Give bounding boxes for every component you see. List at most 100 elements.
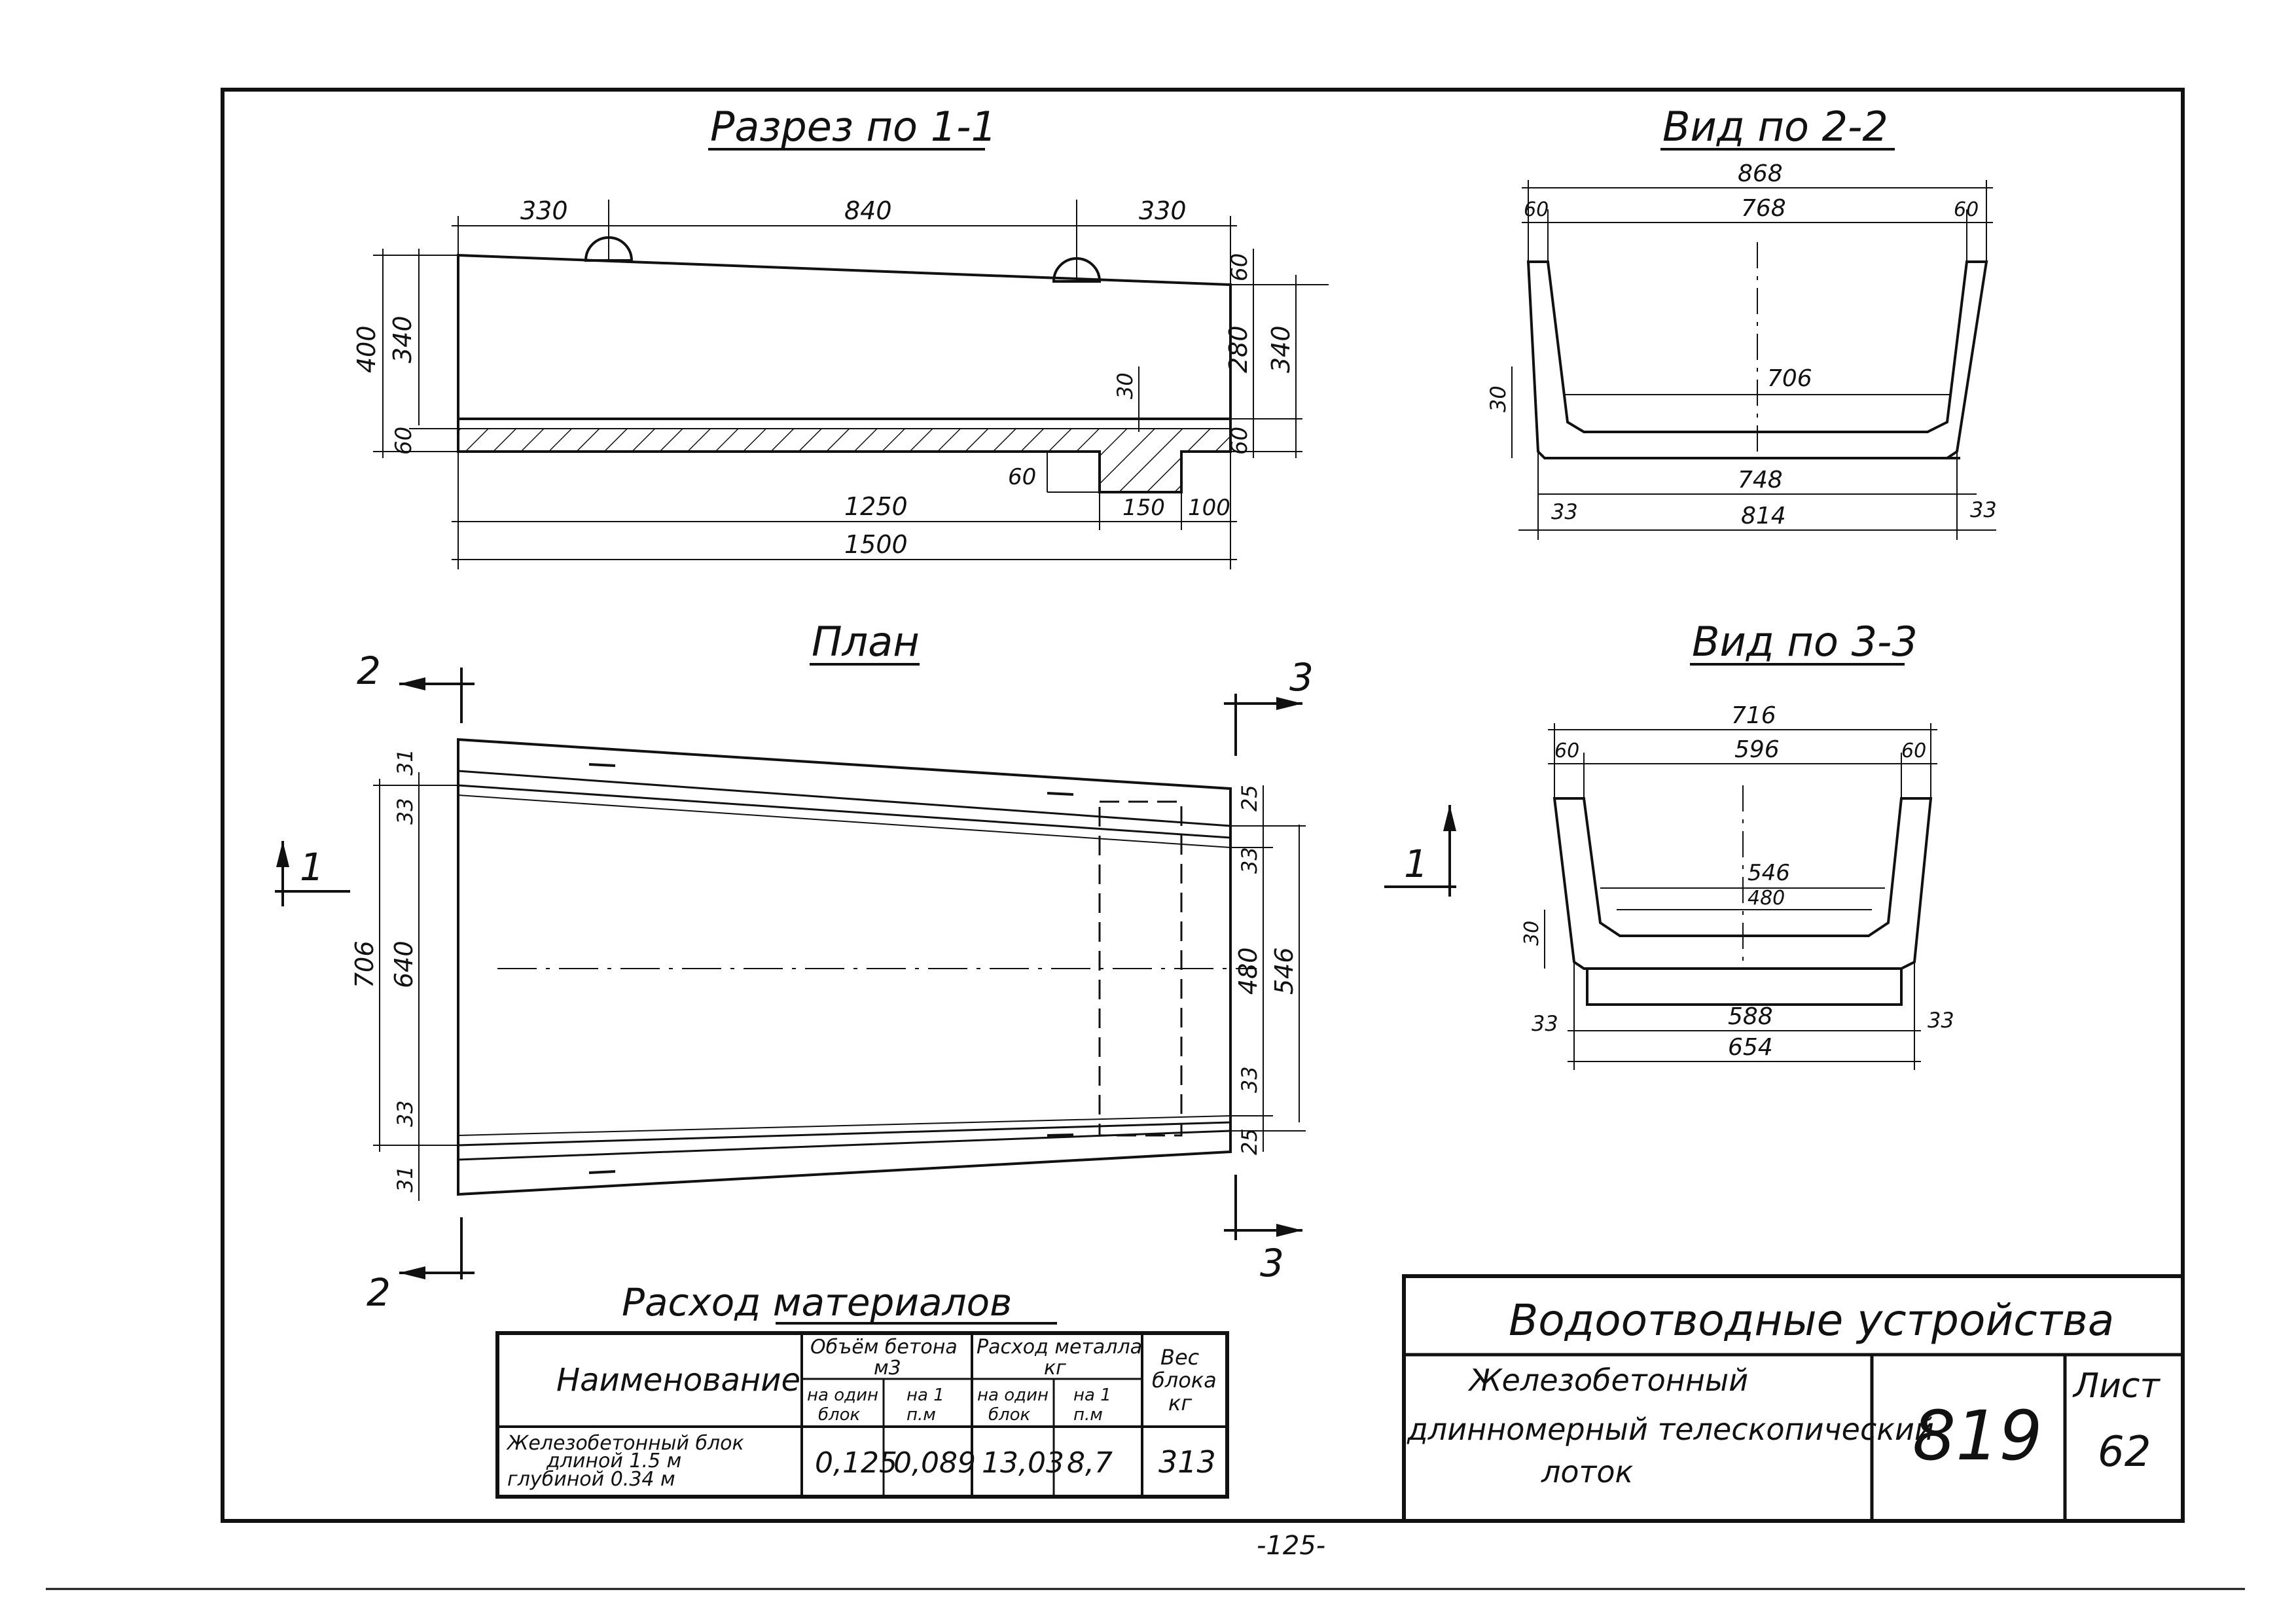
plan-edge-top-1 bbox=[457, 770, 1231, 827]
dim-60-b-3: 60 bbox=[1901, 740, 1926, 762]
section-1-1-hatch bbox=[458, 429, 1230, 492]
dim-100: 100 bbox=[1188, 495, 1230, 521]
header-metal: Расход металла bbox=[977, 1336, 1142, 1359]
drawing-number: 819 bbox=[1912, 1396, 2043, 1476]
lifting-loop-right bbox=[1052, 257, 1102, 283]
title-desc-line2: длинномерный телескопический bbox=[1407, 1412, 1934, 1447]
header-name: Наименование bbox=[556, 1362, 800, 1399]
header-metal-unit: кг bbox=[1044, 1357, 1066, 1380]
row-metal-block: 13,03 bbox=[982, 1446, 1064, 1480]
row-concrete-block: 0,125 bbox=[815, 1446, 897, 1480]
dim-60-a: 60 bbox=[1524, 198, 1549, 221]
dim-30: 30 bbox=[1113, 372, 1138, 399]
row-concrete-m: 0,089 bbox=[893, 1446, 976, 1480]
dim-748: 748 bbox=[1738, 467, 1783, 493]
lifting-loop-left bbox=[584, 236, 634, 262]
sheet-number: 62 bbox=[2098, 1428, 2151, 1476]
dim-546: 546 bbox=[1748, 860, 1790, 886]
dim-33-right-bottom: 33 bbox=[1237, 1066, 1262, 1093]
dim-60-right-bottom: 60 bbox=[1227, 427, 1253, 455]
plan-mark bbox=[1047, 792, 1074, 796]
view-2-2-title: Вид по 2-2 bbox=[1662, 103, 1888, 151]
row-weight: 313 bbox=[1158, 1444, 1216, 1480]
cut-label-1-right: 1 bbox=[1404, 842, 1428, 886]
plan-mark bbox=[588, 1170, 616, 1174]
dim-340-right: 340 bbox=[1266, 325, 1295, 373]
dim-25-top: 25 bbox=[1237, 785, 1262, 812]
cut-label-3-bottom: 3 bbox=[1260, 1241, 1284, 1285]
plan-edge-top-2 bbox=[457, 784, 1231, 839]
page-number: -125- bbox=[1257, 1531, 1325, 1561]
dim-400: 400 bbox=[352, 325, 381, 373]
view-3-3-title: Вид по 3-3 bbox=[1692, 618, 1918, 666]
header-concrete-unit: м3 bbox=[874, 1357, 901, 1380]
dim-60-step: 60 bbox=[1008, 464, 1036, 490]
cut-marker-1-right: 1 bbox=[1384, 805, 1456, 897]
dim-480: 480 bbox=[1748, 887, 1785, 910]
plan-view: План 2 2 3 bbox=[275, 618, 1314, 1315]
plan-edge-bot-2 bbox=[457, 1121, 1231, 1147]
title-desc-line3: лоток bbox=[1541, 1454, 1633, 1489]
dim-706-plan: 706 bbox=[350, 940, 379, 988]
dim-30-3: 30 bbox=[1520, 921, 1543, 946]
dim-25-bottom: 25 bbox=[1237, 1128, 1262, 1155]
dim-640-plan: 640 bbox=[389, 940, 418, 988]
dim-546-plan: 546 bbox=[1270, 947, 1299, 995]
cut-label-2-top: 2 bbox=[357, 649, 381, 693]
row-name-line1: Железобетонный блок bbox=[506, 1432, 744, 1455]
dim-716: 716 bbox=[1731, 702, 1776, 729]
dim-30: 30 bbox=[1486, 385, 1511, 412]
dim-868: 868 bbox=[1738, 160, 1783, 187]
materials-table-frame bbox=[495, 1331, 1229, 1499]
header-per-block-2: на один блок bbox=[977, 1385, 1054, 1425]
view-3-3: Вид по 3-3 716 60 596 60 546 480 30 33 5… bbox=[1384, 618, 1954, 1070]
dim-588: 588 bbox=[1728, 1003, 1773, 1030]
dim-814: 814 bbox=[1741, 503, 1786, 529]
dim-1500: 1500 bbox=[844, 530, 908, 559]
dim-280: 280 bbox=[1224, 325, 1253, 373]
dim-706: 706 bbox=[1767, 365, 1812, 392]
dim-60-b: 60 bbox=[1954, 198, 1979, 221]
drawing-frame bbox=[221, 88, 2185, 1523]
section-1-1-title: Разрез по 1-1 bbox=[710, 103, 997, 151]
title-block-frame bbox=[1402, 1274, 2185, 1523]
dim-480-plan: 480 bbox=[1234, 947, 1263, 995]
cut-marker-2-top: 2 bbox=[357, 649, 475, 723]
dim-596: 596 bbox=[1734, 736, 1780, 763]
materials-title: Расход материалов bbox=[622, 1280, 1012, 1325]
sheet-label: Лист bbox=[2072, 1366, 2161, 1406]
materials-table: Расход материалов Наименование Объём бет… bbox=[495, 1280, 1229, 1499]
dim-31-top: 31 bbox=[393, 749, 418, 776]
plan-hidden-step bbox=[1098, 800, 1183, 1137]
dim-33-top: 33 bbox=[393, 798, 418, 825]
dim-33-a: 33 bbox=[1551, 499, 1578, 524]
plan-mark bbox=[588, 763, 616, 767]
dim-31-bottom: 31 bbox=[393, 1166, 418, 1192]
dim-330-left: 330 bbox=[520, 196, 568, 225]
header-per-m-1: на 1 п.м bbox=[906, 1385, 950, 1425]
dim-60-a-3: 60 bbox=[1554, 740, 1579, 762]
dim-330-right: 330 bbox=[1139, 196, 1187, 225]
dim-1250: 1250 bbox=[844, 492, 908, 521]
header-weight: Вес блока кг bbox=[1152, 1345, 1223, 1416]
dim-60-right-top: 60 bbox=[1227, 253, 1253, 281]
dim-340-left: 340 bbox=[388, 315, 417, 363]
row-name-line3: глубиной 0.34 м bbox=[507, 1468, 675, 1491]
title-block: Водоотводные устройства Железобетонный д… bbox=[1402, 1274, 2185, 1523]
plan-title: План bbox=[812, 618, 920, 666]
header-concrete: Объём бетона bbox=[810, 1336, 958, 1359]
row-name-line2: длиной 1.5 м bbox=[546, 1450, 681, 1472]
dim-60-left: 60 bbox=[391, 427, 417, 455]
plan-edge-bot-3 bbox=[457, 1130, 1231, 1161]
dim-840: 840 bbox=[844, 196, 892, 225]
cut-label-3-top: 3 bbox=[1289, 655, 1314, 700]
cut-label-1: 1 bbox=[300, 845, 324, 889]
plan-edge-top-3 bbox=[457, 794, 1231, 848]
title-heading: Водоотводные устройства bbox=[1509, 1295, 2114, 1346]
view-2-2: Вид по 2-2 868 60 768 60 706 30 748 33 8… bbox=[1486, 103, 1997, 540]
title-desc-line1: Железобетонный bbox=[1467, 1363, 1748, 1398]
cut-marker-1: 1 bbox=[275, 841, 350, 906]
plan-body bbox=[457, 738, 1232, 1196]
dim-33-bottom: 33 bbox=[393, 1100, 418, 1127]
